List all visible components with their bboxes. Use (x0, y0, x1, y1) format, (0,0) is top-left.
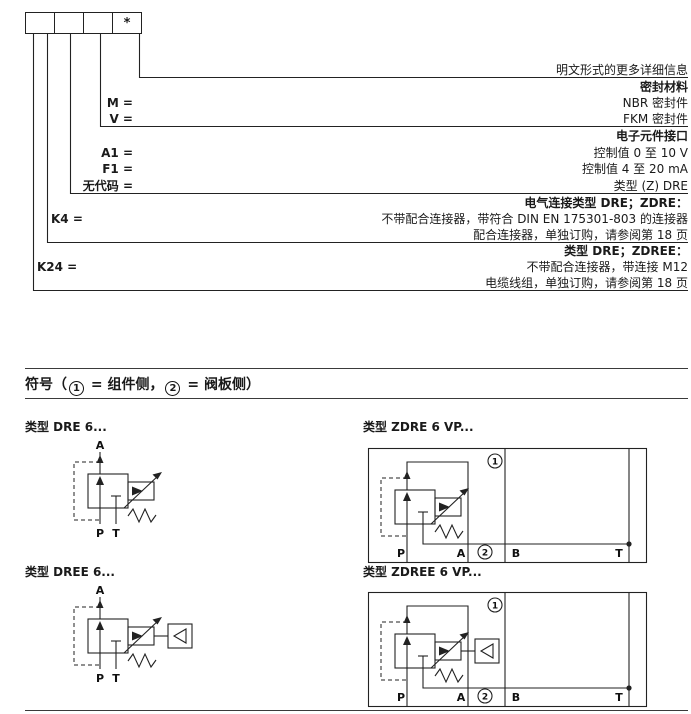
port-label-a: A (457, 691, 466, 704)
oc-row-iface-f1: 控制值 4 至 20 mA (581, 162, 688, 176)
oc-code-v: V = (109, 112, 133, 126)
oc-row-plain-info: 明文形式的更多详细信息 (555, 63, 688, 77)
symbol-dree6-diagram: A P T (70, 584, 300, 685)
circled-2-label: 2 (482, 693, 488, 703)
port-label-t: T (615, 691, 623, 704)
circled-1-label: 1 (492, 458, 498, 468)
port-label-p: P (397, 691, 405, 704)
oc-code-f1: F1 = (102, 162, 133, 176)
symbols-heading-mid2: = 阀板侧） (182, 377, 260, 393)
oc-row-iface-a1: 控制值 0 至 10 V (593, 146, 688, 160)
symbols-heading-pre: 符号（ (25, 377, 67, 393)
oc-row-k24-line1: 不带配合连接器，带连接 M12 (526, 260, 688, 274)
divider-above-symbols (25, 368, 688, 369)
oc-row-conn2-heading: 类型 DRE；ZDREE： (564, 244, 688, 258)
port-label-p: P (96, 527, 104, 540)
circled-2-icon (477, 544, 493, 560)
bottom-rule (25, 710, 688, 711)
circled-1-icon: 1 (69, 381, 84, 396)
oc-row-seal-m: NBR 密封件 (622, 96, 688, 110)
symbol-dre6-diagram: A P T (73, 439, 163, 540)
port-label-t: T (112, 527, 120, 540)
port-label-a: A (96, 584, 105, 597)
oc-row-conn-heading: 电气连接类型 DRE；ZDRE： (524, 196, 688, 210)
symbols-heading: 符号（1 = 组件侧，2 = 阀板侧） (25, 374, 260, 396)
circled-1-icon (487, 597, 503, 613)
oc-row-iface-none: 类型 (Z) DRE (613, 179, 688, 193)
circled-1-label: 1 (492, 602, 498, 612)
ordering-code-connector-lines (32, 34, 688, 292)
circled-2-label: 2 (482, 549, 488, 559)
title-dree6: 类型 DREE 6... (25, 565, 115, 579)
ordering-code-cell-asterisk: * (112, 12, 142, 34)
port-label-p: P (96, 672, 104, 685)
oc-row-k4-line2: 配合连接器，单独订购，请参阅第 18 页 (473, 228, 688, 242)
oc-code-m: M = (106, 96, 133, 110)
port-label-b: B (512, 691, 520, 704)
oc-row-k4-line1: 不带配合连接器，带符合 DIN EN 175301-803 的连接器 (381, 212, 688, 226)
symbol-zdre6-diagram: 1 2 P A B T (367, 447, 648, 564)
oc-code-none: 无代码 = (82, 179, 133, 193)
oc-row-seal-v: FKM 密封件 (623, 112, 688, 126)
circled-2-icon (477, 688, 493, 704)
oc-row-seal-heading: 密封材料 (639, 80, 688, 94)
port-label-a: A (457, 547, 466, 560)
title-dre6: 类型 DRE 6... (25, 420, 107, 434)
port-label-p: P (397, 547, 405, 560)
oc-row-k24-line2: 电缆线组，单独订购，请参阅第 18 页 (485, 276, 688, 290)
title-zdre6: 类型 ZDRE 6 VP... (363, 420, 474, 434)
oc-code-k24: K24 = (37, 260, 78, 274)
circled-1-icon (487, 453, 503, 469)
port-label-b: B (512, 547, 520, 560)
port-label-t: T (112, 672, 120, 685)
port-label-t: T (615, 547, 623, 560)
sandwich-plate-outline (367, 591, 648, 708)
title-zdree6: 类型 ZDREE 6 VP... (363, 565, 482, 579)
circled-2-icon: 2 (165, 381, 181, 396)
divider-below-symbols-heading (25, 398, 688, 399)
oc-code-a1: A1 = (101, 146, 133, 160)
sandwich-plate-outline (367, 447, 648, 564)
oc-code-k4: K4 = (51, 212, 83, 226)
symbols-heading-mid1: = 组件侧， (86, 377, 164, 393)
oc-row-iface-heading: 电子元件接口 (615, 129, 688, 143)
ordering-code-boxes: * (25, 12, 142, 34)
symbol-zdree6-diagram: 1 2 P A B T (367, 591, 648, 708)
port-label-a: A (96, 439, 105, 452)
